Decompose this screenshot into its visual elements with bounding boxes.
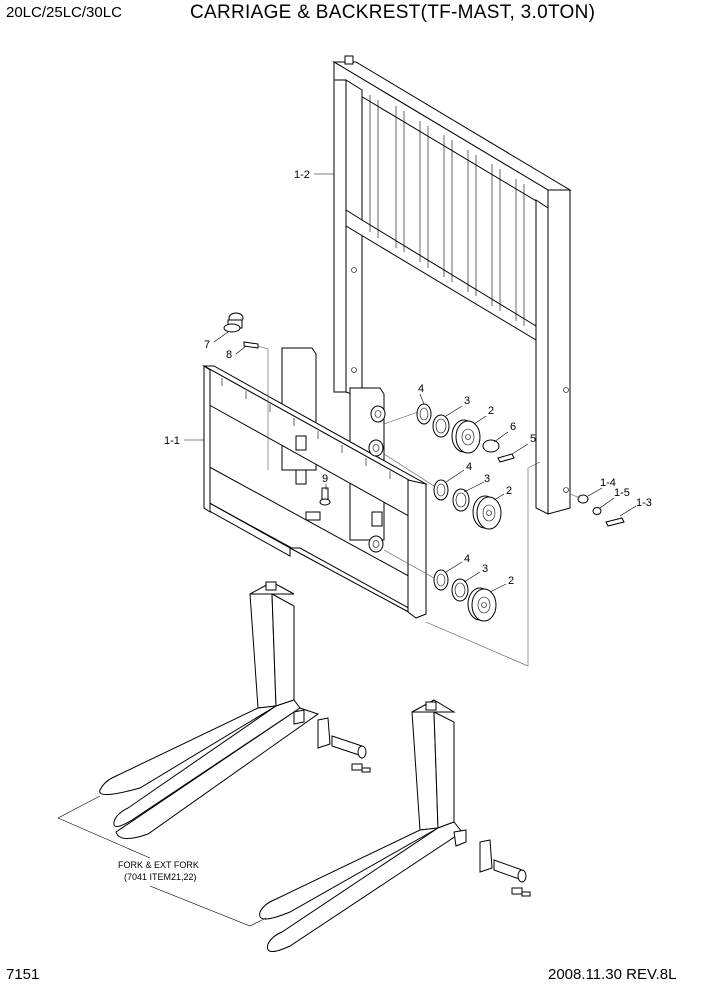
grease-nipple-and-bolt xyxy=(223,312,269,470)
callout-1-2: 1-2 xyxy=(294,169,310,181)
callout-2-bot: 2 xyxy=(508,575,514,587)
callout-5: 5 xyxy=(530,433,536,445)
callout-labels: 1-2 1-1 7 8 4 3 2 6 5 4 3 2 4 3 2 1-4 1-… xyxy=(164,169,652,587)
revision-date: 2008.11.30 REV.8L xyxy=(548,966,677,983)
backrest-assembly xyxy=(332,55,572,515)
fork-left xyxy=(99,581,371,839)
fork-right xyxy=(259,699,531,952)
callout-1-5: 1-5 xyxy=(614,487,630,499)
roller-stack-top xyxy=(383,403,515,463)
callout-3-bot: 3 xyxy=(482,563,488,575)
callout-2-mid: 2 xyxy=(506,485,512,497)
callout-1-1: 1-1 xyxy=(164,435,180,447)
fork-note-line1: FORK & EXT FORK xyxy=(118,860,199,870)
callout-6: 6 xyxy=(510,421,516,433)
model-label: 20LC/25LC/30LC xyxy=(6,4,122,21)
roller-stack-middle xyxy=(383,453,502,530)
callout-leaders xyxy=(184,173,637,593)
carriage-assembly xyxy=(202,347,428,619)
callout-7: 7 xyxy=(204,339,210,351)
part-9-bolt xyxy=(319,487,331,506)
page-number: 7151 xyxy=(6,966,40,983)
callout-1-3: 1-3 xyxy=(636,497,652,509)
callout-2-top: 2 xyxy=(488,405,494,417)
page-title: CARRIAGE & BACKREST(TF-MAST, 3.0TON) xyxy=(190,2,596,23)
callout-1-4: 1-4 xyxy=(600,477,616,489)
fork-note-line2: (7041 ITEM21,22) xyxy=(124,872,197,882)
callout-9: 9 xyxy=(322,473,328,485)
roller-stack-bottom xyxy=(383,549,497,622)
callout-3-top: 3 xyxy=(464,395,470,407)
callout-3-mid: 3 xyxy=(484,473,490,485)
callout-4-bot: 4 xyxy=(464,553,470,565)
fork-note: FORK & EXT FORK (7041 ITEM21,22) xyxy=(118,860,199,882)
callout-4-top: 4 xyxy=(418,383,424,395)
callout-8: 8 xyxy=(226,349,232,361)
backrest-mounting-hardware xyxy=(569,493,625,527)
callout-4-mid: 4 xyxy=(466,461,472,473)
